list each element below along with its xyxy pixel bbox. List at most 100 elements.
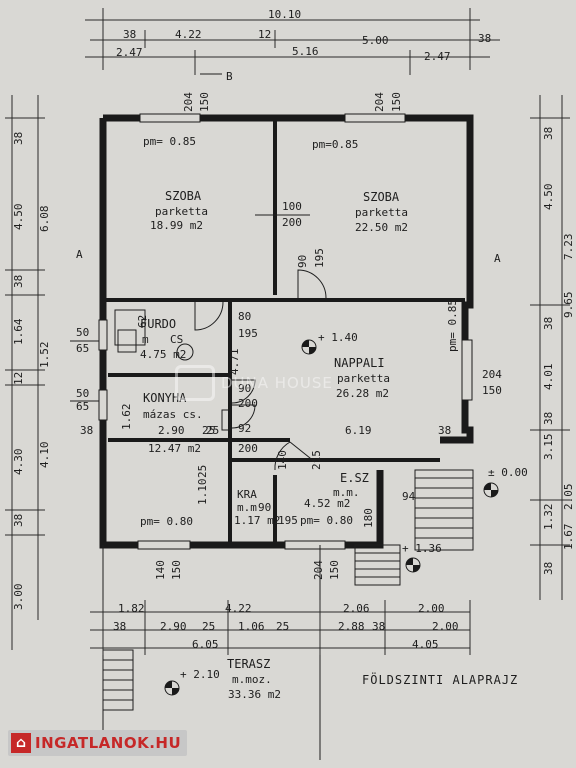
dim-bottom-r2-1: 2.90 [160, 620, 187, 633]
dim-top-r2-2: 12 [258, 28, 271, 41]
opening-door-konyha2-b: 200 [238, 442, 258, 455]
opening-esz-win-a: 204 [312, 560, 325, 580]
room-furdo-area: 4.75 m2 [140, 348, 186, 361]
opening-stair-door-a: 180 [362, 508, 375, 528]
dim-top-r3-1: 5.16 [292, 45, 319, 58]
dim-right-7: 38 [542, 562, 555, 575]
dim-bottom-r1-0: 1.82 [118, 602, 145, 615]
room-kra-floor: m.m [237, 501, 257, 514]
dim-top-r2-1: 4.22 [175, 28, 202, 41]
dim-bottom-r2-4: 25 [276, 620, 289, 633]
opening-w1-a: 204 [182, 92, 195, 112]
room-furdo-floor: m [142, 333, 149, 346]
house-icon: ⌂ [11, 733, 31, 753]
dim-bottom-r2-6: 38 [372, 620, 385, 633]
dim-right-4: 38 [542, 412, 555, 425]
dim-left-in-1: 1.52 [38, 342, 51, 369]
opening-nappali-sill: pm= 0.85 [446, 299, 459, 352]
opening-nappali-win-a: 204 [482, 368, 502, 381]
dim-right-3: 4.01 [542, 364, 555, 391]
opening-mid-0: 2.90 [158, 424, 185, 437]
dim-left-in-0: 6.08 [38, 206, 51, 233]
level-markers: + 1.40 ± 0.00 + 1.36 + 2.10 [164, 331, 528, 696]
room-konyha-area: 12.47 m2 [148, 442, 201, 455]
room-esz-floor: m.m. [333, 486, 360, 499]
opening-door-konyha2-a: 92 [238, 422, 251, 435]
opening-konyha-win-a: 140 [154, 560, 167, 580]
dim-right-0: 38 [542, 127, 555, 140]
site-logo[interactable]: ⌂ INGATLANOK.HU [8, 730, 188, 756]
opening-mid-3: 38 [80, 424, 93, 437]
room-esz-name: E.SZ [340, 471, 369, 485]
dim-top-r2-4: 38 [478, 32, 491, 45]
section-mark-a-left: A [76, 248, 83, 261]
opening-door-furdo-a: 80 [238, 310, 251, 323]
dim-right-in-0: 7.23 [562, 234, 575, 261]
dim-bottom-r1-2: 2.06 [343, 602, 370, 615]
room-nappali-area: 26.28 m2 [336, 387, 389, 400]
opening-nappali-win-b: 150 [482, 384, 502, 397]
dim-right-in-1: 9.65 [562, 292, 575, 319]
dim-top-r2-3: 5.00 [362, 34, 389, 47]
room-konyha-name: KONYHA [143, 391, 187, 405]
opening-w2-b: 150 [390, 92, 403, 112]
dim-top-total: 10.10 [268, 8, 301, 21]
opening-esz-door-b: 215 [310, 450, 323, 470]
room-labels: pm= 0.85 SZOBA parketta 18.99 m2 pm=0.85… [140, 135, 408, 701]
dim-left-5: 4.30 [12, 449, 25, 476]
section-mark-a-right: A [494, 252, 501, 265]
room-szoba1-name: SZOBA [165, 189, 202, 203]
dim-bottom-r2-2: 25 [202, 620, 215, 633]
level-4: + 2.10 [180, 668, 220, 681]
room-furdo-tag: CS [170, 333, 183, 346]
dim-left-4: 12 [12, 372, 25, 385]
dim-left-7: 3.00 [12, 584, 25, 611]
dim-top-r2-0: 38 [123, 28, 136, 41]
dim-left-6: 38 [12, 514, 25, 527]
room-szoba2-floor: parketta [355, 206, 408, 219]
dim-bottom-r1-3: 2.00 [418, 602, 445, 615]
room-terasz-area: 33.36 m2 [228, 688, 281, 701]
room-terasz-name: TERASZ [227, 657, 270, 671]
dim-bottom-r3-0: 6.05 [192, 638, 219, 651]
room-szoba2-name: SZOBA [363, 190, 400, 204]
stairs [102, 469, 474, 711]
left-dimensions: 38 4.50 38 1.64 12 4.30 38 3.00 6.08 1.5… [5, 95, 105, 650]
walls [98, 113, 474, 550]
opening-small-0: 25 [196, 465, 209, 478]
opening-door-konyha-b: 200 [238, 397, 258, 410]
room-nappali-name: NAPPALI [334, 356, 385, 370]
dim-right-in-2: 2.05 [562, 484, 575, 511]
room-konyha-sill: pm= 0.80 [140, 515, 193, 528]
dim-top-r3-2: 2.47 [424, 50, 451, 63]
level-3: + 1.36 [402, 542, 442, 555]
dim-right-1: 4.50 [542, 184, 555, 211]
room-szoba2-area: 22.50 m2 [355, 221, 408, 234]
dim-right-2: 38 [542, 317, 555, 330]
terrace-outline: 1.82 4.22 2.06 2.00 38 2.90 25 1.06 25 2… [90, 545, 471, 760]
right-dimensions: 38 4.50 38 4.01 38 3.15 1.32 38 7.23 9.6… [494, 95, 575, 600]
room-furdo-name: FURDO [140, 317, 176, 331]
opening-stair-door-b: 94 [402, 490, 416, 503]
room-szoba1-sill: pm= 0.85 [143, 135, 196, 148]
dim-left-3: 1.64 [12, 318, 25, 345]
dim-bottom-r3-1: 4.05 [412, 638, 439, 651]
room-terasz-floor: m.moz. [232, 673, 272, 686]
room-esz-area: 4.52 m2 [304, 497, 350, 510]
dim-side-0: 50 [76, 326, 89, 339]
opening-konyha-win-b: 150 [170, 560, 183, 580]
room-esz-sill: pm= 0.80 [300, 514, 353, 527]
opening-door-szoba-b: 200 [282, 216, 302, 229]
room-nappali-floor: parketta [337, 372, 390, 385]
opening-mid-4: 38 [438, 424, 451, 437]
opening-small-1: 25 [206, 424, 219, 437]
opening-mid-2: 6.19 [345, 424, 372, 437]
dim-bottom-r2-0: 38 [113, 620, 126, 633]
opening-door-szoba2-b: 195 [313, 248, 326, 268]
opening-small-2: 1.10 [196, 479, 209, 506]
dim-right-in-3: 1.67 [562, 524, 575, 551]
opening-mid-1: 25 [202, 424, 215, 437]
level-2: ± 0.00 [488, 466, 528, 479]
opening-w2-a: 204 [373, 92, 386, 112]
